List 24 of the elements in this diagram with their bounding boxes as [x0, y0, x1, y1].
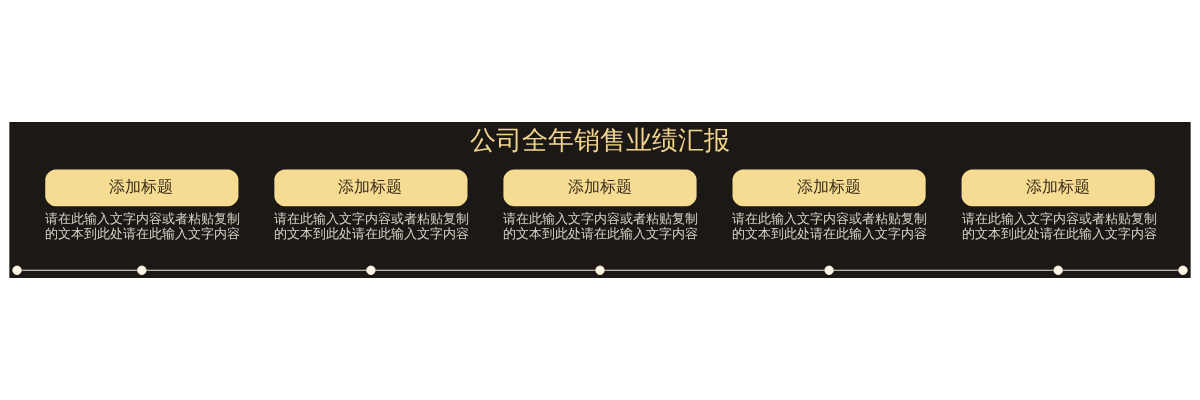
node-box: 添加标题 [503, 169, 697, 207]
connector [833, 269, 1055, 271]
node-label: 请在此输入文字内容或者粘贴复制的文本到此处请在此输入文字内容 [732, 211, 928, 241]
connector [1062, 269, 1180, 271]
node-box: 添加标题 [732, 169, 926, 207]
node-circle [595, 265, 605, 275]
node-circle [1053, 265, 1063, 275]
connector [20, 269, 138, 271]
node-circle [824, 265, 834, 275]
node-box: 添加标题 [45, 169, 239, 207]
node-circle [12, 265, 22, 275]
node-label: 请在此输入文字内容或者粘贴复制的文本到此处请在此输入文字内容 [961, 211, 1157, 241]
node-label: 请在此输入文字内容或者粘贴复制的文本到此处请在此输入文字内容 [503, 211, 699, 241]
node-circle [137, 265, 147, 275]
node-circle [366, 265, 376, 275]
diagram-title: 公司全年销售业绩汇报 [470, 125, 730, 156]
node-box: 添加标题 [274, 169, 468, 207]
node-box: 添加标题 [961, 169, 1155, 207]
node-label: 请在此输入文字内容或者粘贴复制的文本到此处请在此输入文字内容 [45, 211, 241, 241]
node-label: 请在此输入文字内容或者粘贴复制的文本到此处请在此输入文字内容 [274, 211, 470, 241]
connector [374, 269, 596, 271]
node-circle [1178, 265, 1188, 275]
connector [145, 269, 367, 271]
connector [603, 269, 825, 271]
